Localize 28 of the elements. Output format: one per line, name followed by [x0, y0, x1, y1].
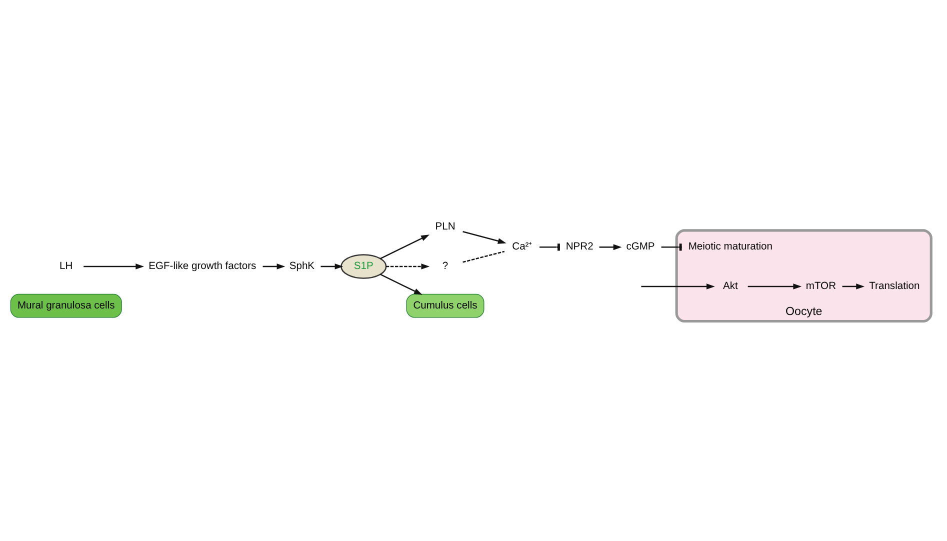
arrow — [462, 230, 506, 244]
node-text: Translation — [869, 280, 920, 292]
connector — [462, 250, 505, 262]
node-text: mTOR — [806, 280, 836, 292]
arrow — [380, 234, 430, 259]
arrow — [386, 263, 430, 269]
arrow — [748, 283, 802, 289]
node-text: PLN — [435, 221, 456, 232]
arrow — [842, 283, 865, 289]
arrow — [599, 244, 622, 250]
node-text: Akt — [722, 280, 738, 292]
node-text: SphK — [289, 260, 315, 272]
node-box: Mural granulosa cells — [10, 293, 122, 318]
node-ellipse: S1P — [340, 254, 387, 278]
arrow — [320, 263, 344, 269]
arrow — [380, 273, 422, 294]
arrow — [84, 263, 144, 269]
node-text: LH — [60, 260, 73, 272]
node-text: ? — [442, 260, 448, 272]
node-text: EGF-like growth factors — [148, 260, 256, 272]
node-text: Ca²⁺ — [512, 241, 532, 252]
arrow — [641, 283, 715, 289]
arrow — [262, 263, 286, 269]
node-text: Meiotic maturation — [688, 241, 772, 252]
node-text: NPR2 — [566, 241, 594, 252]
node-text: cGMP — [626, 241, 655, 252]
connector — [661, 243, 682, 250]
node-box: Cumulus cells — [406, 293, 484, 318]
